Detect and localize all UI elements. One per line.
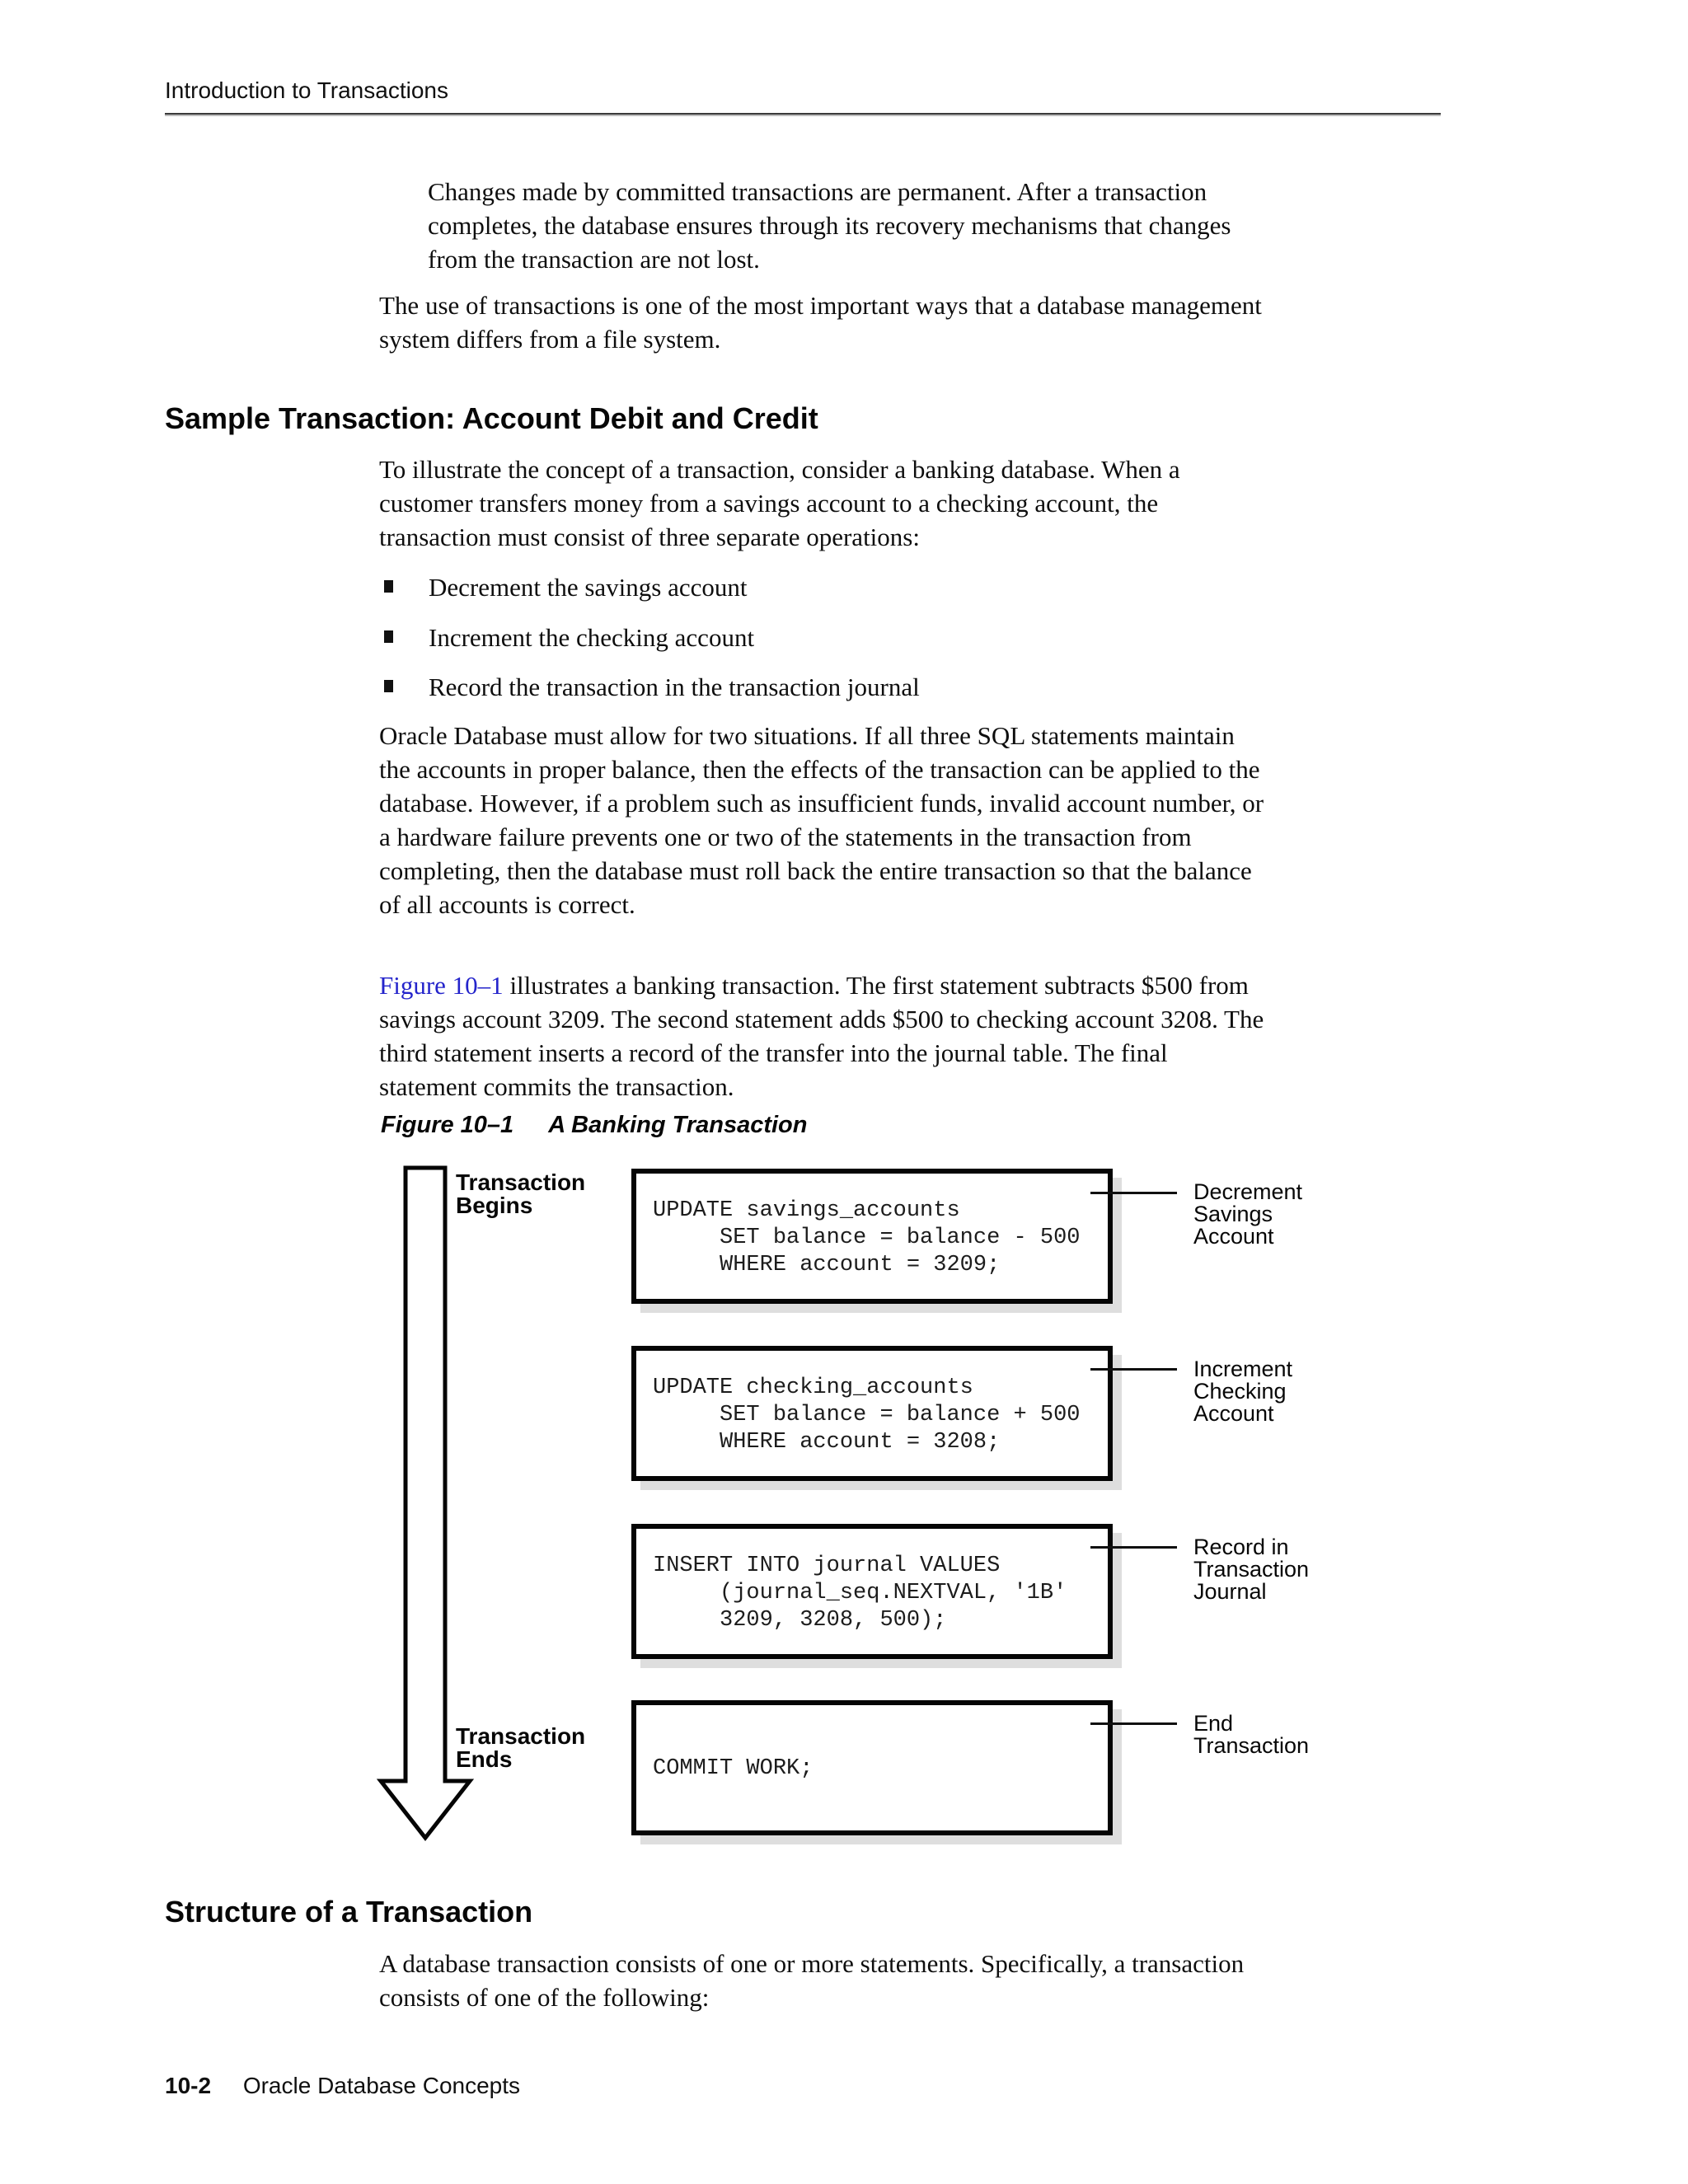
footer-book-title: Oracle Database Concepts [242,2073,521,2098]
page-footer: 10-2 Oracle Database Concepts [165,2072,520,2100]
bullet-item-label: Increment the checking account [429,623,755,652]
figure-10-1-link[interactable]: Figure 10–1 [379,971,504,1000]
figure-caption-title: A Banking Transaction [548,1112,808,1138]
sql-box-insert-journal: INSERT INTO journal VALUES (journal_seq.… [631,1524,1113,1659]
figure-reference-text: illustrates a banking transaction. The f… [379,971,1264,1101]
bullet-square-icon [384,680,393,692]
transaction-begins-label: Transaction Begins [456,1169,586,1218]
step-label-decrement-savings: Decrement Savings Account [1193,1179,1303,1249]
sql-code: UPDATE savings_accounts SET balance = ba… [653,1198,1081,1277]
sql-box-update-savings: UPDATE savings_accounts SET balance = ba… [631,1169,1113,1304]
bullet-item-increment: Increment the checking account [384,621,754,654]
sql-box-update-checking: UPDATE checking_accounts SET balance = b… [631,1346,1113,1481]
structure-paragraph-1: A database transaction consists of one o… [379,1949,1245,2012]
step-label-record-journal: Record in Transaction Journal [1193,1535,1310,1604]
bullet-item-label: Decrement the savings account [429,573,748,602]
bullet-item-decrement: Decrement the savings account [384,570,748,604]
step-label-end-transaction: End Transaction [1193,1711,1310,1758]
sql-code: COMMIT WORK; [653,1756,814,1781]
figure-caption-number: Figure 10–1 [381,1112,514,1138]
sql-box-commit: COMMIT WORK; [631,1700,1113,1835]
down-arrow-icon [376,1165,475,1842]
bullet-square-icon [384,580,393,593]
connector-line [1090,1722,1177,1725]
sample-paragraph-1: To illustrate the concept of a transacti… [379,455,1180,551]
bullet-square-icon [384,630,393,643]
sql-code: INSERT INTO journal VALUES (journal_seq.… [653,1554,1067,1633]
figure-caption: Figure 10–1 A Banking Transaction [381,1110,807,1140]
section-heading-structure: Structure of a Transaction [165,1895,533,1929]
bullet-item-record: Record the transaction in the transactio… [384,670,920,704]
connector-line [1090,1192,1177,1194]
running-header: Introduction to Transactions [165,77,448,103]
bullet-item-label: Record the transaction in the transactio… [429,673,920,701]
connector-line [1090,1368,1177,1371]
intro-paragraph-1: Changes made by committed transactions a… [428,177,1231,274]
section-heading-sample-transaction: Sample Transaction: Account Debit and Cr… [165,401,818,435]
footer-page-number: 10-2 [165,2073,212,2098]
sql-code: UPDATE checking_accounts SET balance = b… [653,1376,1081,1455]
intro-paragraph-2: The use of transactions is one of the mo… [379,291,1262,354]
transaction-flow-arrow [376,1165,475,1842]
figure-reference-paragraph: Figure 10–1 illustrates a banking transa… [379,935,1264,1104]
transaction-ends-label: Transaction Ends [456,1723,586,1772]
step-label-increment-checking: Increment Checking Account [1193,1357,1293,1426]
header-rule [165,113,1441,116]
sample-paragraph-2: Oracle Database must allow for two situa… [379,721,1264,919]
connector-line [1090,1546,1177,1549]
